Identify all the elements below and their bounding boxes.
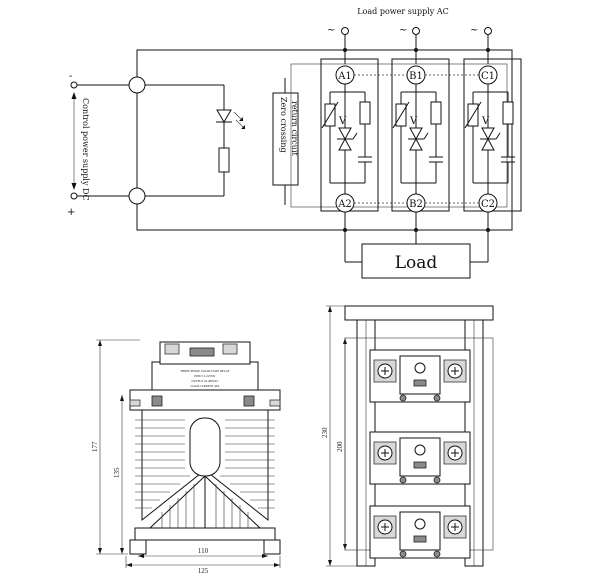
- relay-module-2: [369, 431, 471, 485]
- svg-text:A1: A1: [337, 71, 352, 82]
- svg-text:C2: C2: [481, 199, 495, 210]
- ac-terminal-c: [484, 27, 492, 35]
- ac-supply-label: Load power supply AC: [357, 7, 448, 16]
- zero-crossing-label-1: Zero crossing: [279, 97, 288, 153]
- svg-text:A2: A2: [337, 199, 352, 210]
- svg-text:C1: C1: [481, 71, 495, 82]
- terminal-screw-left: [164, 343, 180, 355]
- control-supply-label: Control power supply DC: [81, 98, 90, 201]
- snubber-resistor-c-icon: [502, 101, 514, 125]
- relay-module-3: [369, 505, 471, 559]
- control-minus-label: -: [69, 71, 72, 82]
- phase-b-group: B1 B2 V: [391, 58, 450, 213]
- heatsink-fins: [135, 419, 275, 528]
- wiring-schematic: Load power supply AC ~ ~ ~ - + Control p…: [67, 7, 522, 279]
- ac-symbol-a: ~: [327, 25, 335, 36]
- relay-body: [151, 361, 259, 391]
- svg-text:V: V: [338, 116, 347, 127]
- triac-a-icon: [338, 127, 352, 141]
- top-view-drawing: 230 200: [321, 305, 494, 567]
- heatsink-bottom-rail: [134, 527, 276, 541]
- input-terminal-1: [128, 76, 146, 94]
- heatsink-slot: [189, 417, 221, 477]
- input-resistor-icon: [218, 147, 230, 173]
- dim-inner-height: 135: [113, 467, 121, 478]
- ac-terminal-a: [341, 27, 349, 35]
- outer-frame-wire: [136, 49, 513, 231]
- dim-outer: 230: [321, 427, 329, 438]
- load-label: Load: [395, 253, 438, 273]
- svg-text:INPUT 4-32VDC: INPUT 4-32VDC: [194, 374, 215, 378]
- svg-text:B2: B2: [409, 199, 423, 210]
- snubber-resistor-b-icon: [430, 101, 442, 125]
- relay-label-plate: THREE PHASE SOLID STATE RELAY INPUT 4-32…: [180, 369, 230, 388]
- load-box: [361, 243, 471, 279]
- dim-height: 177: [91, 441, 99, 452]
- ac-terminal-b: [412, 27, 420, 35]
- side-view-drawing: 177 135 110 125 THREE PHASE SOLID STATE …: [91, 339, 281, 575]
- svg-text:V: V: [481, 116, 490, 127]
- phase-c-group: C1 C2 V: [463, 58, 522, 213]
- led-icon: [216, 109, 232, 123]
- ac-symbol-b: ~: [399, 25, 407, 36]
- input-terminal-2: [128, 187, 146, 205]
- inner-module-frame: [290, 63, 508, 208]
- control-minus-terminal: [70, 81, 78, 89]
- control-plus-terminal: [70, 192, 78, 200]
- svg-text:THREE PHASE SOLID STATE RELAY: THREE PHASE SOLID STATE RELAY: [180, 369, 230, 373]
- terminal-screw-right: [222, 343, 238, 355]
- zero-crossing-label-2: return circuit: [290, 101, 299, 157]
- control-plus-label: +: [67, 207, 75, 218]
- triac-b-icon: [409, 127, 423, 141]
- snubber-resistor-a-icon: [359, 101, 371, 125]
- top-mount-plate: [344, 305, 494, 321]
- triac-c-icon: [481, 127, 495, 141]
- relay-module-1: [369, 349, 471, 403]
- dim-inner: 200: [336, 441, 344, 452]
- phase-a-group: A1 A2 V: [320, 58, 379, 213]
- ac-symbol-c: ~: [470, 25, 478, 36]
- svg-text:B1: B1: [409, 71, 423, 82]
- dim-width: 125: [198, 567, 209, 575]
- svg-text:OUTPUT 24-480VAC: OUTPUT 24-480VAC: [192, 379, 219, 383]
- svg-text:LOAD CURRENT 40A: LOAD CURRENT 40A: [191, 384, 221, 388]
- dim-inner-width: 110: [198, 547, 209, 555]
- svg-text:V: V: [409, 116, 418, 127]
